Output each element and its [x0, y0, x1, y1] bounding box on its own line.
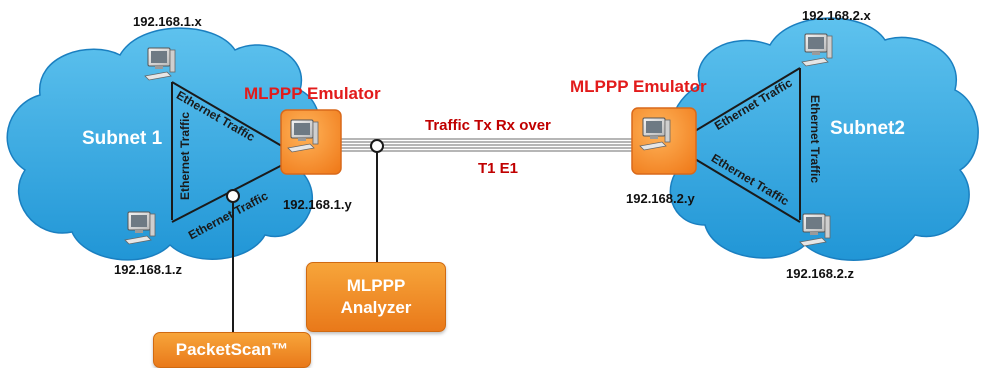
emulator-right-label: MLPPP Emulator — [570, 77, 707, 96]
emulator-left-label: MLPPP Emulator — [244, 84, 381, 103]
subnet-right-label: Subnet2 — [830, 118, 905, 139]
right-ethernet-links — [679, 67, 801, 223]
right-cloud — [669, 17, 979, 261]
traffic-label-left-vertical: Ethernet Traffic — [178, 111, 192, 200]
right-emulator-box — [631, 107, 697, 175]
link-label-bottom: T1 E1 — [478, 160, 519, 177]
packetscan-tap-point-icon — [226, 189, 240, 203]
ip-right-emulator: 192.168.2.y — [626, 191, 695, 206]
ip-left-bottom: 192.168.1.z — [114, 262, 182, 277]
t1-e1-link — [335, 138, 640, 152]
packetscan-box[interactable]: PacketScan™ — [153, 332, 311, 368]
traffic-label-right-vertical: Ethernet Traffic — [808, 95, 822, 184]
subnet-left-label: Subnet 1 — [82, 128, 163, 149]
ip-left-top: 192.168.1.x — [133, 14, 202, 29]
packetscan-label: PacketScan™ — [175, 340, 289, 359]
left-emulator-box — [280, 109, 342, 175]
ip-right-bottom: 192.168.2.z — [786, 266, 854, 281]
computer-icon-right-top — [801, 33, 833, 67]
ip-right-top: 192.168.2.x — [802, 8, 871, 23]
left-cloud — [6, 27, 322, 261]
analyzer-line1: MLPPP — [346, 276, 406, 295]
analyzer-tap-point-icon — [370, 139, 384, 153]
computer-icon-left-bottom — [124, 211, 156, 245]
ip-left-emulator: 192.168.1.y — [283, 197, 352, 212]
computer-icon-left-top — [144, 47, 176, 81]
mlppp-analyzer-box[interactable]: MLPPP Analyzer — [306, 262, 446, 332]
link-label-top: Traffic Tx Rx over — [425, 117, 551, 134]
computer-icon-right-bottom — [799, 213, 831, 247]
analyzer-line2: Analyzer — [340, 298, 412, 317]
